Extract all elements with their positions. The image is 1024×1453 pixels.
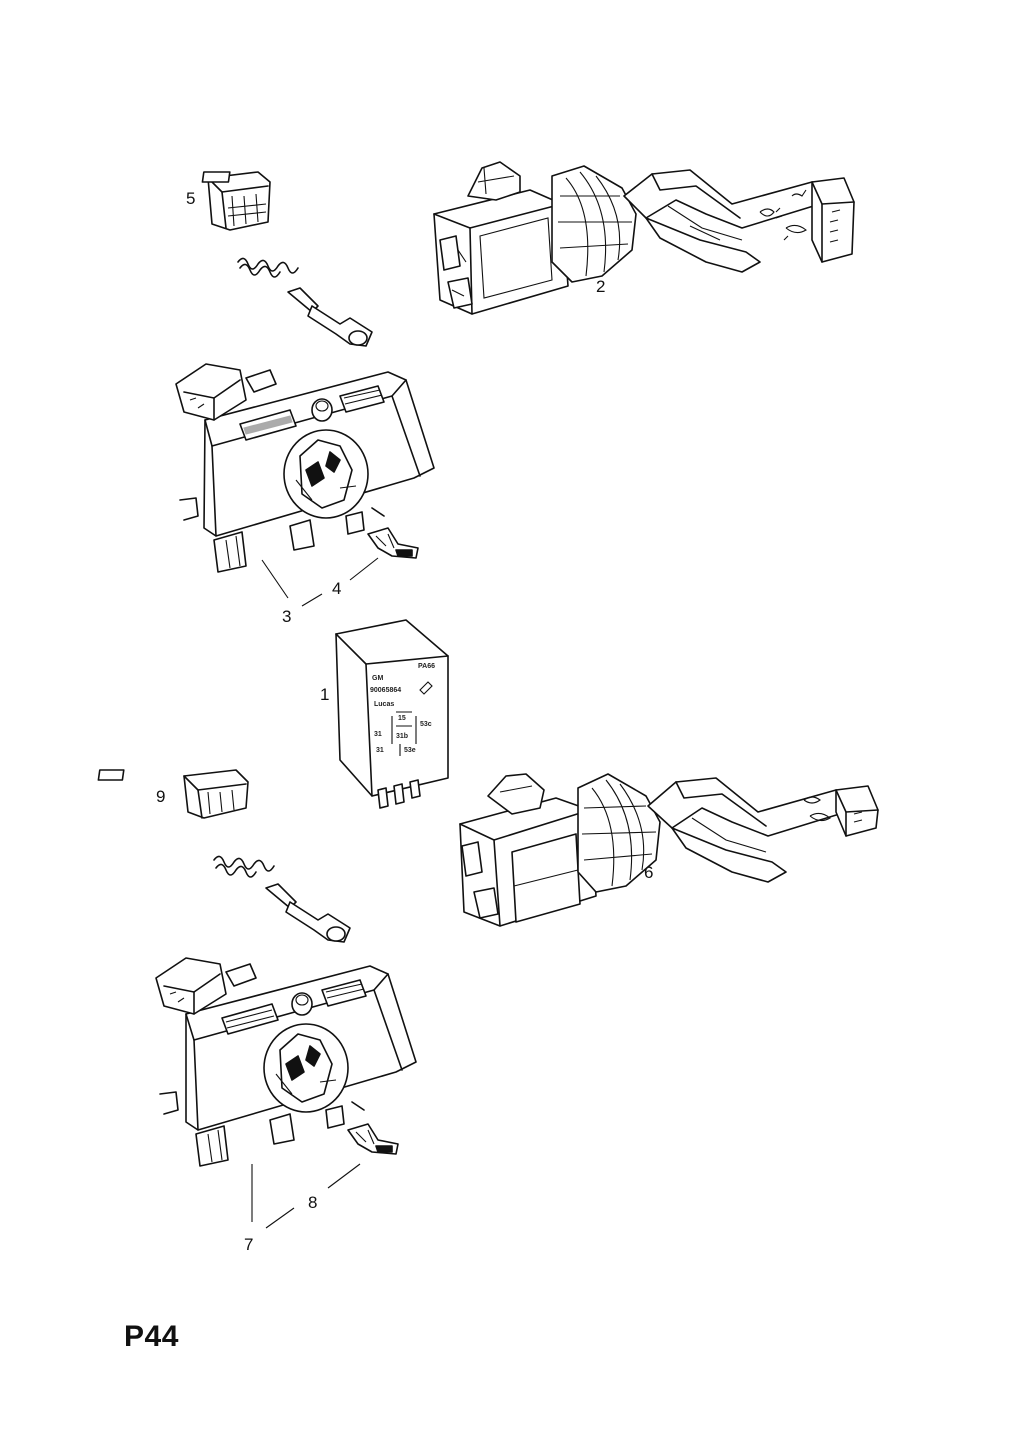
- leader-3: [261, 559, 289, 599]
- callout-1: 1: [320, 685, 329, 704]
- relay-label-gm: GM: [372, 675, 383, 682]
- relay-pin-15: 15: [398, 715, 406, 722]
- callout-8: 8: [308, 1193, 317, 1212]
- relay-label-maker: Lucas: [374, 701, 394, 708]
- part-7-switch-housing: [155, 957, 417, 1167]
- part-6-indicator-stalk-switch: [459, 773, 879, 927]
- callout-7: 7: [244, 1235, 253, 1254]
- leader-7b: [265, 1207, 295, 1229]
- part-1-relay: GM PA66 90065864 Lucas 15 31 31b 53c 31 …: [335, 619, 449, 809]
- page-code: P44: [124, 1320, 179, 1353]
- callout-3: 3: [282, 607, 291, 626]
- leader-8: [327, 1163, 361, 1189]
- leader-3b: [301, 593, 323, 607]
- part-3-switch-housing: [175, 363, 435, 573]
- callout-6: 6: [644, 863, 653, 882]
- spring-plunger-middle: [213, 855, 351, 943]
- relay-label-partno: 90065864: [370, 687, 401, 694]
- spring-plunger-top: [237, 257, 373, 347]
- leader-4: [349, 557, 379, 581]
- relay-pin-31: 31: [374, 731, 382, 738]
- callout-4: 4: [332, 579, 341, 598]
- part-8-clip: [347, 1123, 399, 1155]
- part-2-wiper-stalk-switch: [433, 161, 855, 315]
- callout-2: 2: [596, 277, 605, 296]
- relay-pin-53e: 53e: [404, 747, 416, 754]
- callout-5: 5: [186, 189, 195, 208]
- relay-label-pa66: PA66: [418, 663, 435, 670]
- part-9-connector-cap: [97, 769, 249, 819]
- relay-pin-31c: 31: [376, 747, 384, 754]
- relay-pin-31b: 31b: [396, 733, 408, 740]
- part-4-clip: [367, 527, 419, 559]
- part-5-connector-cap: [201, 171, 271, 231]
- callout-9: 9: [156, 787, 165, 806]
- relay-pin-53c: 53c: [420, 721, 432, 728]
